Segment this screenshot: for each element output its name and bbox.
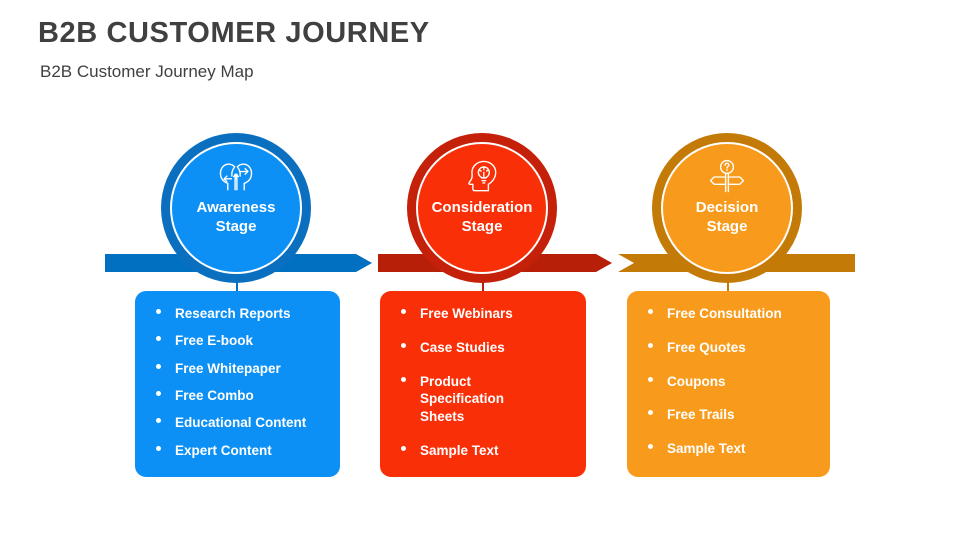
signpost-question-icon: [709, 159, 745, 193]
page-subtitle: B2B Customer Journey Map: [40, 62, 254, 81]
bullet-icon: [648, 444, 653, 450]
stage-item-list-awareness: Research Reports Free E-book Free Whitep…: [145, 305, 330, 459]
list-item-label: Sample Text: [420, 443, 499, 459]
list-item[interactable]: Free Trails: [637, 406, 820, 424]
bullet-icon: [648, 376, 653, 382]
stage-item-list-decision: Free Consultation Free Quotes Coupons Fr…: [637, 305, 820, 458]
list-item[interactable]: Free E-book: [145, 332, 330, 350]
bullet-icon: [401, 376, 406, 382]
stage-item-list-consideration: Free Webinars Case Studies Product Speci…: [390, 305, 576, 460]
list-item-label: Free Consultation: [667, 306, 782, 321]
stage-circle-awareness: Awareness Stage: [170, 142, 302, 274]
page-title: B2B CUSTOMER JOURNEY: [38, 17, 430, 49]
list-item-label: Sample Text: [667, 441, 746, 457]
list-item-label: Research Reports: [175, 306, 291, 321]
list-item-label: Product Specification Sheets: [420, 373, 505, 425]
bullet-icon: [401, 446, 406, 452]
stage-content-box-awareness: Research Reports Free E-book Free Whitep…: [135, 291, 340, 477]
stage-label-line2: Stage: [461, 218, 503, 236]
bullet-icon: [156, 390, 161, 396]
list-item[interactable]: Product Specification Sheets: [390, 373, 576, 426]
stage-node-awareness[interactable]: Awareness Stage: [161, 133, 311, 283]
list-item[interactable]: Free Quotes: [637, 339, 820, 357]
list-item-label: Expert Content: [175, 442, 272, 458]
list-item[interactable]: Educational Content: [145, 414, 330, 432]
list-item[interactable]: Free Consultation: [637, 305, 820, 323]
list-item-label: Educational Content: [175, 415, 307, 431]
list-item-label: Case Studies: [420, 339, 505, 355]
list-item-label: Free Quotes: [667, 339, 746, 355]
head-lightbulb-icon: [468, 160, 497, 192]
list-item[interactable]: Research Reports: [145, 305, 330, 323]
list-item-label: Free Trails: [667, 407, 735, 423]
list-item[interactable]: Coupons: [637, 373, 820, 391]
bullet-icon: [156, 418, 161, 424]
stage-content-box-decision: Free Consultation Free Quotes Coupons Fr…: [627, 291, 830, 477]
stage-label-line2: Stage: [215, 218, 257, 236]
list-item-label: Coupons: [667, 373, 726, 389]
stage-node-consideration[interactable]: Consideration Stage: [407, 133, 557, 283]
bullet-icon: [648, 342, 653, 348]
bullet-icon: [401, 342, 406, 348]
list-item[interactable]: Expert Content: [145, 442, 330, 460]
list-item-label: Free Webinars: [420, 306, 513, 321]
stage-node-decision[interactable]: Decision Stage: [652, 133, 802, 283]
stage-circle-decision: Decision Stage: [661, 142, 793, 274]
stage-label-line2: Stage: [706, 218, 748, 236]
list-item[interactable]: Sample Text: [390, 442, 576, 460]
list-item[interactable]: Free Combo: [145, 387, 330, 405]
stage-circle-consideration: Consideration Stage: [416, 142, 548, 274]
list-item[interactable]: Free Webinars: [390, 305, 576, 323]
stage-label-awareness: Awareness Stage: [178, 198, 294, 236]
list-item-label: Free Combo: [175, 387, 254, 403]
stage-label-line1: Consideration: [431, 199, 533, 216]
list-item[interactable]: Sample Text: [637, 440, 820, 458]
stage-label-consideration: Consideration Stage: [424, 198, 540, 236]
list-item-label: Free Whitepaper: [175, 360, 281, 376]
bullet-icon: [156, 309, 161, 314]
stage-content-box-consideration: Free Webinars Case Studies Product Speci…: [380, 291, 586, 477]
bullet-icon: [648, 309, 653, 314]
stage-label-decision: Decision Stage: [669, 198, 785, 236]
bullet-icon: [648, 410, 653, 416]
stage-label-line1: Decision: [695, 199, 759, 216]
bullet-icon: [156, 363, 161, 369]
stage-label-line1: Awareness: [196, 199, 276, 216]
list-item[interactable]: Case Studies: [390, 339, 576, 357]
bullet-icon: [156, 336, 161, 342]
list-item[interactable]: Free Whitepaper: [145, 360, 330, 378]
bullet-icon: [156, 445, 161, 451]
list-item-label: Free E-book: [175, 333, 254, 349]
two-heads-exchange-icon: [219, 163, 253, 191]
bullet-icon: [401, 309, 406, 314]
